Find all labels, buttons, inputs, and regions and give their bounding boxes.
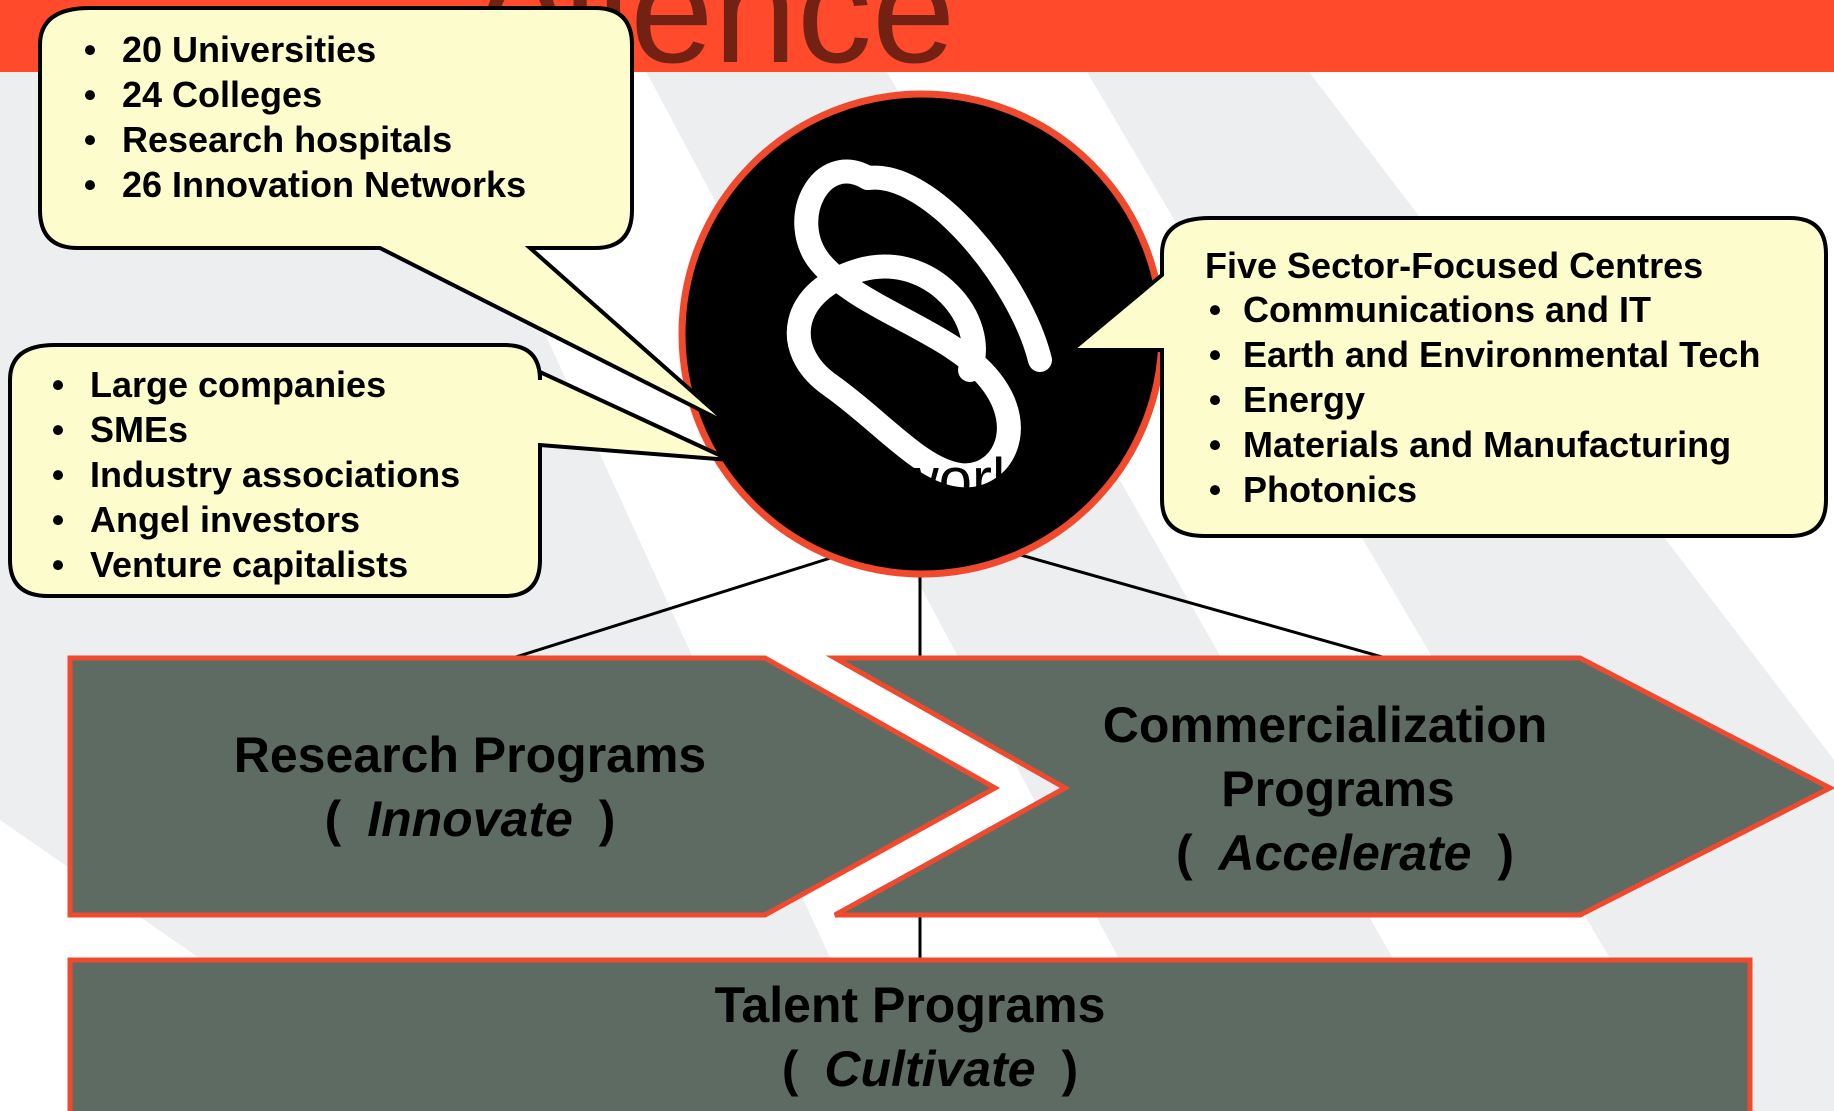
bullet-icon xyxy=(85,180,95,191)
industry-item: Industry associations xyxy=(90,454,460,495)
network-swirl-icon xyxy=(786,159,1052,488)
talent-title: Talent Programs xyxy=(715,977,1106,1033)
research-programs-arrow: Research Programs ( Innovate ) xyxy=(67,655,1001,918)
industry-item: Large companies xyxy=(90,364,386,405)
talent-verb: Cultivate xyxy=(824,1041,1035,1097)
commercialization-programs-arrow: Commercialization Programs ( Accelerate … xyxy=(825,655,1834,918)
commercialization-title-line2: Programs xyxy=(1221,761,1454,817)
network-hub: Network xyxy=(678,90,1166,578)
hub-label: Network xyxy=(802,446,1023,513)
callout-centres: Five Sector-Focused Centres Communicatio… xyxy=(1066,216,1828,538)
research-title: Research Programs xyxy=(234,727,706,783)
bullet-icon xyxy=(85,135,95,146)
connector-lines xyxy=(499,550,1401,962)
commercialization-subtitle: ( Accelerate ) xyxy=(1176,825,1514,881)
centres-item: Materials and Manufacturing xyxy=(1243,424,1731,465)
industry-item: Angel investors xyxy=(90,499,360,540)
bullet-icon xyxy=(53,380,63,391)
bullet-icon xyxy=(53,425,63,436)
centres-heading: Five Sector-Focused Centres xyxy=(1205,245,1703,286)
academic-item: Research hospitals xyxy=(122,119,452,160)
bullet-icon xyxy=(85,90,95,101)
talent-programs-box: Talent Programs ( Cultivate ) xyxy=(67,957,1753,1111)
research-close-paren: ) xyxy=(599,791,616,847)
commercialization-verb: Accelerate xyxy=(1217,825,1472,881)
research-open-paren: ( xyxy=(325,791,342,847)
research-subtitle: ( Innovate ) xyxy=(325,791,616,847)
commercialization-close-paren: ) xyxy=(1497,825,1514,881)
commercialization-open-paren: ( xyxy=(1176,825,1193,881)
industry-item: Venture capitalists xyxy=(90,544,408,585)
bullet-icon xyxy=(1210,305,1220,316)
talent-open-paren: ( xyxy=(782,1041,799,1097)
centres-item: Photonics xyxy=(1243,469,1417,510)
bullet-icon xyxy=(53,470,63,481)
research-verb: Innovate xyxy=(367,791,573,847)
bullet-icon xyxy=(1210,440,1220,451)
bullet-icon xyxy=(1210,485,1220,496)
centres-item: Energy xyxy=(1243,379,1365,420)
academic-item: 24 Colleges xyxy=(122,74,322,115)
academic-item: 20 Universities xyxy=(122,29,376,70)
talent-subtitle: ( Cultivate ) xyxy=(782,1041,1078,1097)
talent-close-paren: ) xyxy=(1061,1041,1078,1097)
bullet-icon xyxy=(85,45,95,56)
industry-item: SMEs xyxy=(90,409,188,450)
bullet-icon xyxy=(53,560,63,571)
academic-item: 26 Innovation Networks xyxy=(122,164,526,205)
commercialization-title-line1: Commercialization xyxy=(1103,697,1548,753)
centres-item: Earth and Environmental Tech xyxy=(1243,334,1760,375)
centres-item: Communications and IT xyxy=(1243,289,1651,330)
bullet-icon xyxy=(1210,395,1220,406)
bullet-icon xyxy=(53,515,63,526)
bullet-icon xyxy=(1210,350,1220,361)
